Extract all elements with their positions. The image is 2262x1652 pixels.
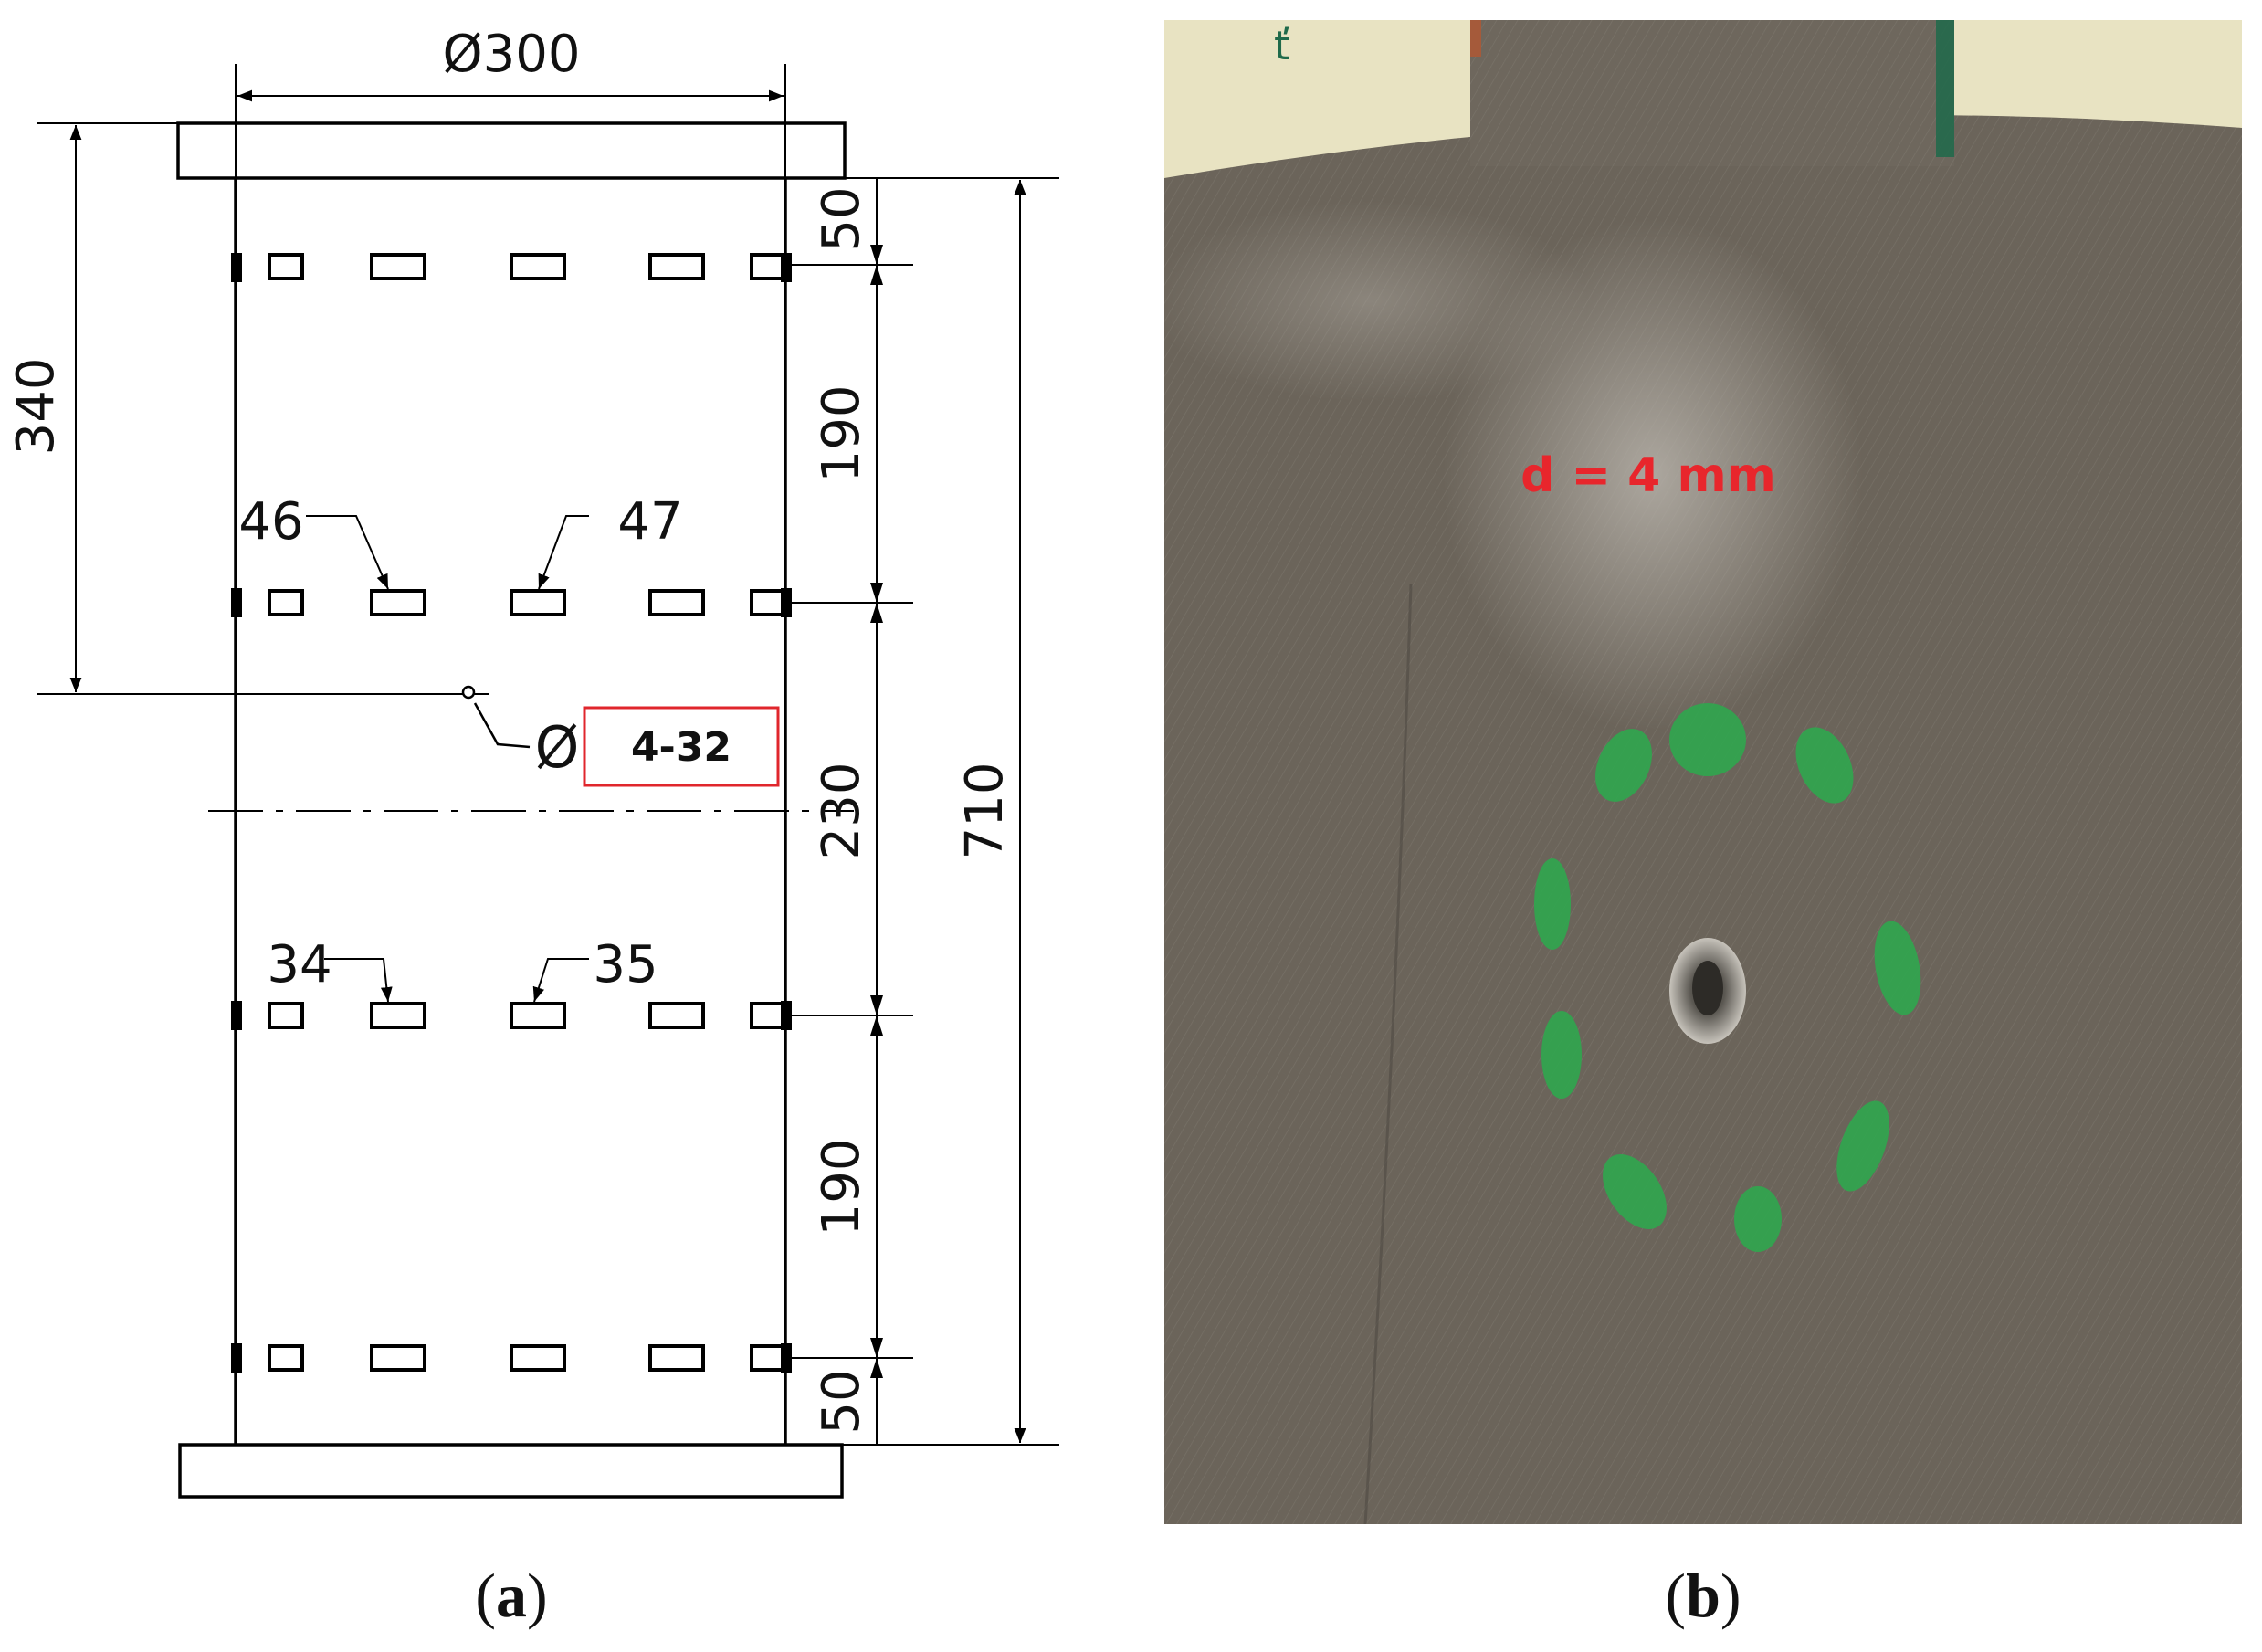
segment-190-top-label: 190 [812, 385, 871, 483]
hole-diameter-symbol: Ø [535, 714, 580, 781]
panel-a-drawing [37, 64, 1059, 1499]
segment-190-bottom-label: 190 [812, 1139, 871, 1236]
height-340-label: 340 [6, 358, 66, 456]
segment-50-top-label: 50 [812, 186, 871, 251]
caption-a-letter: a [496, 1561, 527, 1630]
hole-spec-highlight-box [583, 706, 780, 787]
segment-230-label: 230 [812, 763, 871, 860]
top-flange [176, 121, 847, 180]
leader-46 [306, 515, 389, 590]
gauge-row-4 [231, 1343, 792, 1373]
diameter-label: Ø300 [443, 25, 581, 84]
segment-50-bottom-label: 50 [812, 1369, 871, 1434]
svg-text:ť: ť [1274, 23, 1289, 69]
photo-label: d = 4 mm [1520, 448, 1776, 503]
leader-47 [538, 515, 589, 590]
caption-b: (b) [1665, 1561, 1741, 1630]
hole-spec-label: 4-32 [631, 724, 731, 771]
gauge-row-2 [231, 588, 792, 617]
gauge-row-3 [231, 1001, 792, 1030]
gauge-label-46: 46 [238, 492, 303, 552]
leader-34 [324, 958, 393, 1003]
gauge-row-1 [231, 253, 792, 282]
caption-b-letter: b [1686, 1561, 1720, 1630]
gauge-label-34: 34 [267, 935, 331, 994]
bottom-flange [178, 1443, 844, 1499]
green-marks [1534, 703, 1921, 1252]
gauge-label-47: 47 [617, 492, 682, 552]
total-710-label: 710 [955, 763, 1015, 860]
caption-a: (a) [475, 1561, 547, 1630]
hole-leader-dot [461, 685, 476, 700]
gauge-label-35: 35 [593, 935, 658, 994]
panel-b-photo: ť d = 4 mm [1164, 20, 2242, 1524]
hole-leader [473, 702, 531, 749]
leader-35 [532, 958, 589, 1003]
